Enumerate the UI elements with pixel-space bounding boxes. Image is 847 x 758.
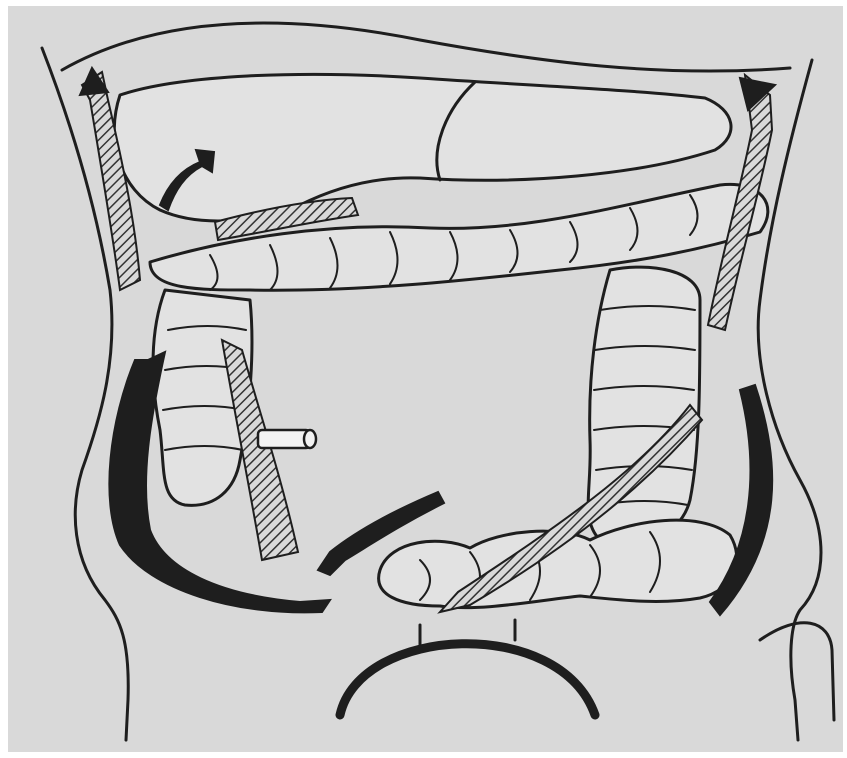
drain-tube-icon <box>258 430 316 448</box>
